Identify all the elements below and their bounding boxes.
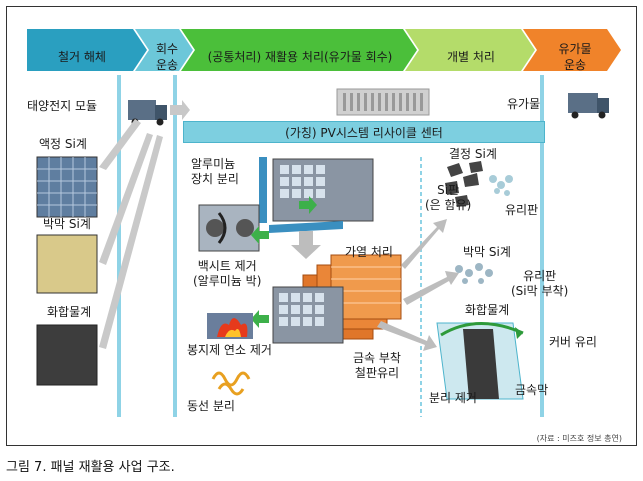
figure-frame: 철거 해체 회수 운송 (공통처리) 재활용 처리(유가물 회수) 개별 처리 …	[6, 6, 637, 446]
arrow-to-center-icon	[170, 100, 190, 120]
panel-into-heat-icon	[272, 286, 344, 344]
stage-collection-transport: 회수 운송	[155, 42, 179, 72]
green-arrow-3-icon	[251, 310, 269, 328]
glass-flakes-icon	[489, 175, 513, 196]
label-heat-treatment: 가열 처리	[345, 245, 393, 259]
module-flow-arrows	[99, 119, 163, 349]
label-backsheet-removal: 백시트 제거 (알루미늄 박)	[193, 259, 262, 288]
factory-icon	[336, 88, 430, 116]
label-crystalline-si: 액정 Si계	[39, 137, 87, 151]
stage-demolition: 철거 해체	[58, 50, 106, 64]
recycle-center-bar: (가칭) PV시스템 리사이클 센터	[183, 121, 545, 143]
label-metal-attached-glass: 금속 부착 철판유리	[353, 351, 401, 380]
label-thin-film-si: 박막 Si계	[43, 217, 91, 231]
label-si-plate: Si판 (은 함유)	[425, 183, 472, 212]
crystalline-panel-icon	[36, 156, 98, 218]
recycling-diagram	[27, 29, 621, 417]
label-copper-separation: 동선 분리	[187, 399, 235, 413]
thin-si-flakes-icon	[455, 263, 493, 284]
label-cover-glass: 커버 유리	[549, 335, 597, 349]
output-arrows	[377, 219, 459, 351]
down-arrow-icon	[291, 231, 321, 259]
green-arrow-2-icon	[251, 226, 269, 244]
si-flakes-icon	[445, 161, 483, 207]
label-sealant-burn: 봉지제 연소 제거	[187, 343, 272, 357]
figure-caption: 그림 7. 패널 재활용 사업 구조.	[6, 460, 175, 475]
stage-common-recycling: (공통처리) 재활용 처리(유가물 회수)	[207, 50, 393, 64]
copper-wire-icon	[211, 371, 251, 396]
label-separation-removal: 분리 제거	[429, 391, 477, 405]
stage-arrows	[27, 29, 621, 71]
label-valuables: 유가물	[507, 97, 541, 111]
label-metal-film: 금속막	[515, 383, 549, 397]
compound-separator-icon	[436, 322, 524, 400]
compound-panel-icon	[36, 324, 98, 386]
stage-individual-processing: 개별 처리	[447, 50, 495, 64]
label-crystal-si-right: 결정 Si계	[449, 147, 497, 161]
label-aluminum-frame: 알루미늄 장치 분리	[191, 157, 239, 186]
label-thin-si-right: 박막 Si계	[463, 245, 511, 259]
label-compound-right: 화합물계	[465, 303, 510, 317]
fire-icon	[207, 313, 253, 339]
label-glass-plate-si: 유리판 (Si막 부착)	[511, 269, 569, 298]
stage-valuables-transport: 유가물 운송	[558, 42, 592, 72]
label-glass-plate: 유리판	[505, 203, 539, 217]
label-solar-module: 태양전지 모듈	[27, 99, 98, 113]
truck-right-icon	[568, 93, 609, 119]
source-note: (자료 : 미즈호 정보 총연)	[536, 434, 622, 443]
label-compound: 화합물계	[47, 305, 92, 319]
green-arrow-1-icon	[299, 196, 317, 214]
aluminum-frame-device-icon	[259, 157, 374, 233]
flow-lines	[117, 75, 544, 417]
backsheet-machine-icon	[198, 204, 260, 252]
thin-film-panel-icon	[36, 234, 98, 294]
